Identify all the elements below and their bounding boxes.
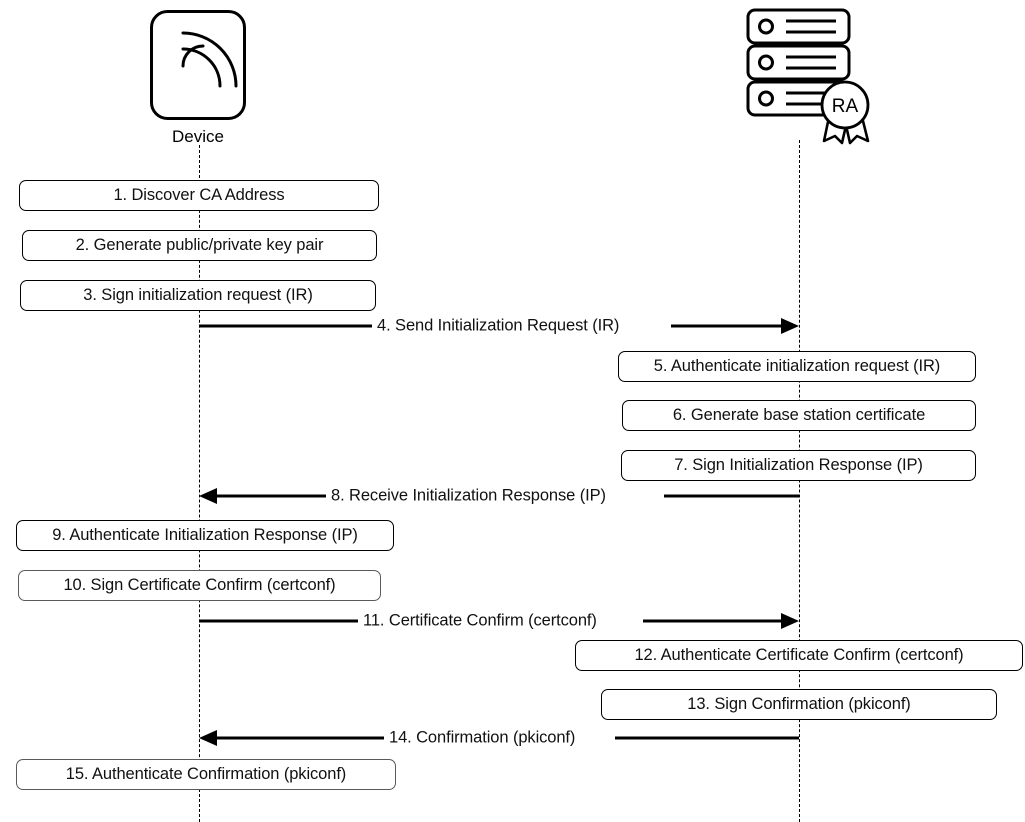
lifeline-device — [199, 145, 200, 822]
message-8-label: 8. Receive Initialization Response (IP) — [326, 486, 611, 506]
process-box-5: 5. Authenticate initialization request (… — [618, 351, 976, 382]
message-14: 14. Confirmation (pkiconf) — [199, 723, 799, 753]
process-box-6: 6. Generate base station certificate — [622, 400, 976, 431]
message-4-line-left — [199, 324, 377, 328]
message-8-arrowhead — [199, 488, 217, 504]
message-11-arrowhead — [781, 613, 799, 629]
ra-badge-label: RA — [832, 96, 859, 117]
message-4-arrowhead — [781, 318, 799, 334]
message-11-line-left — [199, 619, 363, 623]
process-box-7: 7. Sign Initialization Response (IP) — [621, 450, 976, 481]
process-box-13: 13. Sign Confirmation (pkiconf) — [601, 689, 997, 720]
device-icon — [149, 9, 247, 121]
server-rack-certificate-icon: RA — [744, 5, 879, 145]
message-11-label: 11. Certificate Confirm (certconf) — [358, 611, 602, 631]
message-14-line-right — [615, 736, 799, 740]
process-box-12: 12. Authenticate Certificate Confirm (ce… — [575, 640, 1023, 671]
lifeline-ra — [799, 140, 800, 822]
message-11-line-right — [643, 619, 781, 623]
message-11: 11. Certificate Confirm (certconf) — [199, 606, 799, 636]
process-box-3: 3. Sign initialization request (IR) — [20, 280, 376, 311]
message-4-line-right — [671, 324, 781, 328]
process-box-9: 9. Authenticate Initialization Response … — [16, 520, 394, 551]
process-box-15: 15. Authenticate Confirmation (pkiconf) — [16, 759, 396, 790]
message-14-label: 14. Confirmation (pkiconf) — [384, 728, 581, 748]
message-4-label: 4. Send Initialization Request (IR) — [372, 316, 625, 336]
process-box-2: 2. Generate public/private key pair — [22, 230, 377, 261]
message-14-arrowhead — [199, 730, 217, 746]
actor-label-device: Device — [172, 127, 224, 146]
message-4: 4. Send Initialization Request (IR) — [199, 311, 799, 341]
process-box-1: 1. Discover CA Address — [19, 180, 379, 211]
message-8-line-right — [664, 494, 799, 498]
message-8-line-left — [216, 494, 331, 498]
message-8: 8. Receive Initialization Response (IP) — [199, 481, 799, 511]
process-box-10: 10. Sign Certificate Confirm (certconf) — [18, 570, 381, 601]
message-14-line-left — [216, 736, 389, 740]
